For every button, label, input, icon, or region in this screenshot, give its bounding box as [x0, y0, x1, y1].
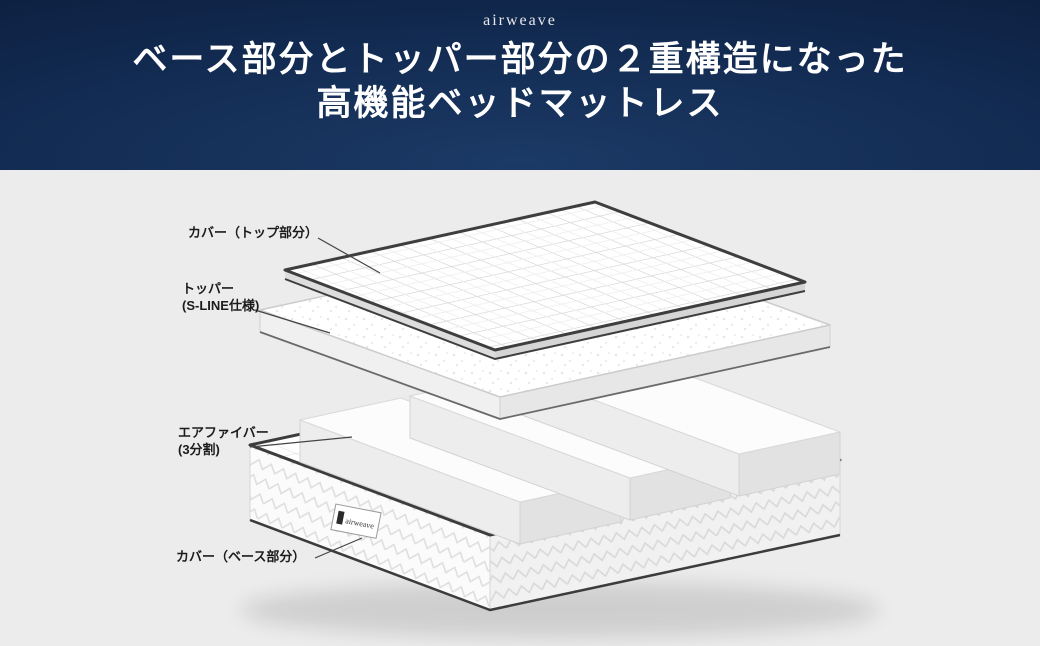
brand-text: airweave	[483, 12, 557, 29]
header-banner: airweave ベース部分とトッパー部分の２重構造になった 高機能ベッドマット…	[0, 0, 1040, 170]
label-topper: トッパー (S-LINE仕様)	[182, 281, 259, 315]
leader-line-cover-top	[317, 237, 381, 274]
top-cover-top-face	[283, 200, 807, 352]
topper-bottom-piping	[259, 331, 831, 420]
top-cover-left-face	[285, 270, 495, 359]
page-title-line2: 高機能ベッドマットレス	[316, 83, 724, 123]
top-cover-bottom-piping	[284, 278, 806, 361]
label-airfiber-line1: エアファイバー	[178, 425, 269, 440]
leader-line-airfiber	[249, 436, 353, 448]
brand-tag-logo-mark	[336, 510, 345, 525]
base-bottom-piping	[249, 518, 841, 612]
label-cover-top: カバー（トップ部分）	[188, 225, 319, 240]
mattress-illustration: airweave	[240, 200, 880, 638]
leader-lines	[249, 237, 381, 559]
leader-line-cover-base	[314, 537, 363, 559]
label-airfiber-line2: (3分割)	[178, 441, 220, 457]
top-cover-right-face	[495, 282, 805, 359]
label-cover-base: カバー（ベース部分）	[176, 549, 306, 564]
label-topper-line1: トッパー	[182, 281, 235, 296]
leader-line-topper	[254, 309, 331, 334]
brand-tag: airweave	[330, 503, 382, 539]
ground-shadow	[240, 582, 880, 638]
label-topper-line2: (S-LINE仕様)	[182, 297, 260, 313]
mattress-layer-top-cover	[283, 200, 807, 361]
page-title-line1: ベース部分とトッパー部分の２重構造になった	[132, 40, 908, 79]
mattress-exploded-diagram: airweave	[0, 170, 1040, 646]
label-airfiber: エアファイバー (3分割)	[178, 425, 269, 459]
